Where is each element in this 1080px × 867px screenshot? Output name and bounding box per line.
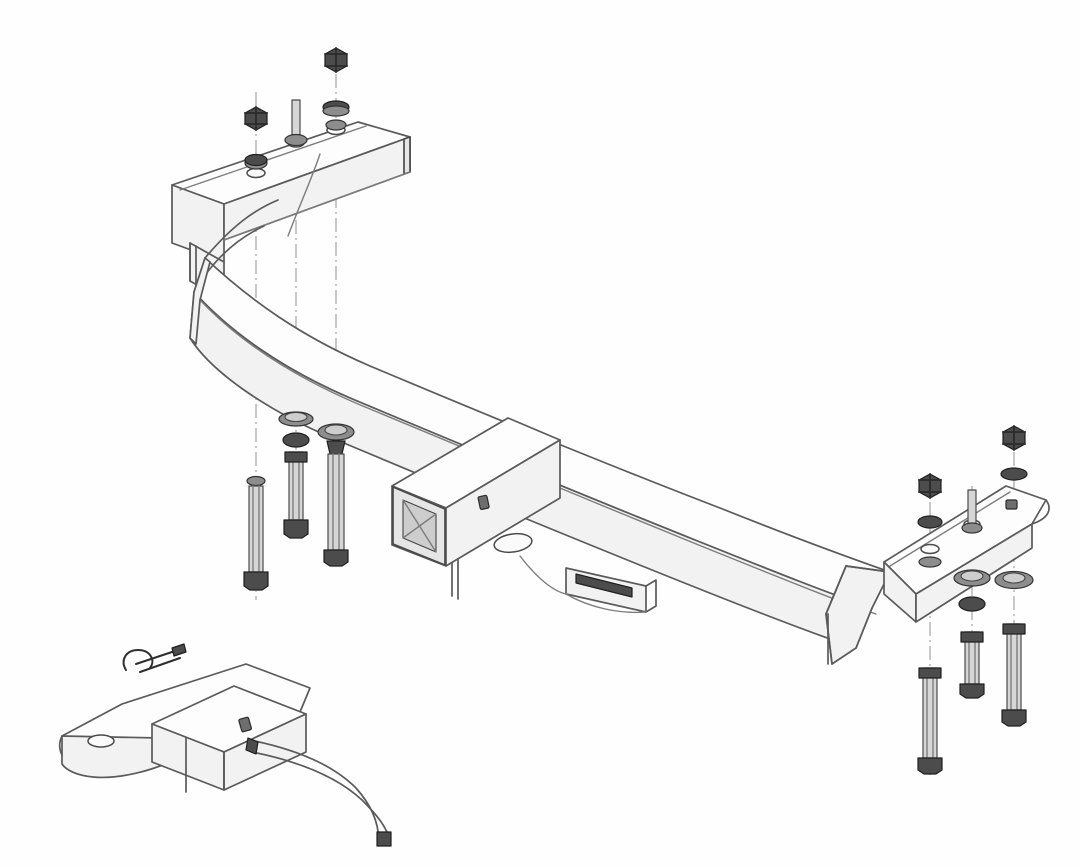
- top-bolt-stack-1: [244, 106, 268, 170]
- left-bolt-head-3: [323, 549, 349, 567]
- left-bolt-shank-3-lines: [332, 453, 340, 551]
- hitch-pin-head: [245, 737, 259, 755]
- right-bolt-assembly-1: [917, 473, 943, 775]
- crossbar-left-transition-upper: [204, 199, 279, 259]
- left-washer-1: [246, 475, 266, 487]
- drawbar-shank-edges: [185, 737, 225, 793]
- draw-bar: [58, 663, 311, 793]
- right-bracket-hole-1: [920, 543, 940, 555]
- crossbar-right-end-bottom: [825, 613, 833, 665]
- top-bolt-stack-2: [284, 99, 308, 147]
- right-flat-washer-3-inner: [1002, 572, 1026, 584]
- hitch-pin-upper-edge: [249, 739, 380, 841]
- left-bracket-fold-line: [179, 125, 367, 191]
- left-bolt-neck-3: [326, 440, 346, 455]
- left-bolt-assembly-1: [243, 475, 269, 591]
- lock-washer-top-1-upper: [244, 153, 268, 167]
- drawbar-ball-hole: [87, 734, 115, 748]
- right-bolt-shoulder-3: [1002, 623, 1026, 635]
- right-bolt-shoulder-2: [960, 631, 984, 643]
- hitch-pin: [245, 737, 392, 847]
- drawbar-pin-hole: [238, 716, 252, 733]
- left-bracket-hole-1: [246, 167, 266, 179]
- crossbar-right-end-top: [845, 565, 891, 573]
- right-bolt-head-3: [1001, 709, 1027, 727]
- right-bolt-shank-3: [1006, 623, 1022, 711]
- receiver-bore-cross: [402, 499, 437, 553]
- right-bolt-shank-top-2: [967, 489, 977, 525]
- chain-loop-left-curve: [519, 555, 567, 595]
- receiver-oval-hole: [493, 532, 533, 554]
- hairpin-clip-leg-1: [135, 649, 179, 665]
- right-bolt-shank-1-lines: [926, 667, 934, 759]
- right-flat-washer-2-inner: [960, 570, 984, 582]
- left-lock-washer-2: [282, 432, 310, 448]
- left-bracket-lower-edge: [223, 171, 411, 241]
- right-bolt-shank-1: [922, 667, 938, 759]
- crossbar-left-drop: [189, 257, 211, 345]
- chain-loop-slot: [575, 573, 633, 598]
- top-bolt-stack-3: [322, 47, 350, 131]
- right-bolt-assembly-2: [953, 489, 991, 699]
- left-bracket-end-cap: [403, 136, 411, 175]
- left-flat-washer-2-inner: [284, 411, 308, 423]
- left-bolt-shank-2-lines: [292, 451, 300, 521]
- left-bolt-shoulder-2: [284, 451, 308, 463]
- right-bolt-shank-3-lines: [1010, 623, 1018, 711]
- chain-loop-side: [645, 579, 657, 613]
- left-flat-washer-3-inner: [324, 424, 348, 436]
- left-bolt-assembly-3: [317, 423, 355, 567]
- right-flat-washer-1: [918, 556, 942, 568]
- hairpin-clip-leg-2: [139, 657, 181, 673]
- right-lock-washer-3: [1000, 467, 1028, 481]
- left-bolt-head-2: [283, 519, 309, 539]
- crossbar-left-web-line: [287, 153, 321, 237]
- receiver-side-face: [445, 439, 561, 567]
- hex-nut-top-3-facets: [324, 47, 348, 73]
- left-bolt-assembly-2: [278, 411, 314, 539]
- lock-washer-top-3-lower: [322, 105, 350, 117]
- hairpin-clip-loop: [122, 649, 154, 671]
- bolt-shank-top-2: [291, 99, 301, 137]
- hitch-pin-tip: [376, 831, 392, 847]
- right-lock-washer-2: [958, 596, 986, 612]
- hairpin-clip-tip: [171, 643, 187, 657]
- crossbar-right-end-edge: [825, 565, 847, 615]
- right-bolt-head-1: [917, 757, 943, 775]
- flat-washer-top-2: [284, 133, 308, 147]
- right-bracket-fold: [889, 491, 1011, 567]
- right-hex-nut-3-facets: [1002, 425, 1026, 451]
- left-mounting-bracket: [171, 121, 411, 301]
- right-lock-washer-1: [917, 515, 943, 529]
- hitch-pin-lower-edge: [251, 751, 391, 843]
- left-bolt-shank-1-lines: [252, 485, 260, 573]
- right-bolt-shoulder-1: [918, 667, 942, 679]
- chain-loop-bottom-curve: [565, 593, 647, 614]
- hex-nut-top-1-facets: [244, 106, 268, 131]
- right-bolt-washer-top-2: [961, 522, 983, 534]
- right-hex-nut-1-facets: [918, 473, 942, 499]
- flat-washer-top-3: [325, 119, 347, 131]
- left-bolt-shank-3: [327, 453, 345, 551]
- main-crossbar: [189, 153, 891, 665]
- hairpin-clip: [122, 643, 187, 673]
- right-bracket-hole-3: [1005, 499, 1018, 510]
- drawbar-platform-left-face: [61, 735, 161, 779]
- right-bolt-assembly-3: [994, 425, 1034, 727]
- right-bracket-corner: [1031, 499, 1050, 525]
- receiver-tube: [391, 417, 561, 567]
- right-bolt-head-2: [959, 683, 985, 699]
- safety-chain-loop: [519, 555, 657, 614]
- left-bolt-shank-1: [248, 485, 264, 573]
- receiver-pin-hole: [477, 494, 490, 510]
- left-bolt-head-1: [243, 571, 269, 591]
